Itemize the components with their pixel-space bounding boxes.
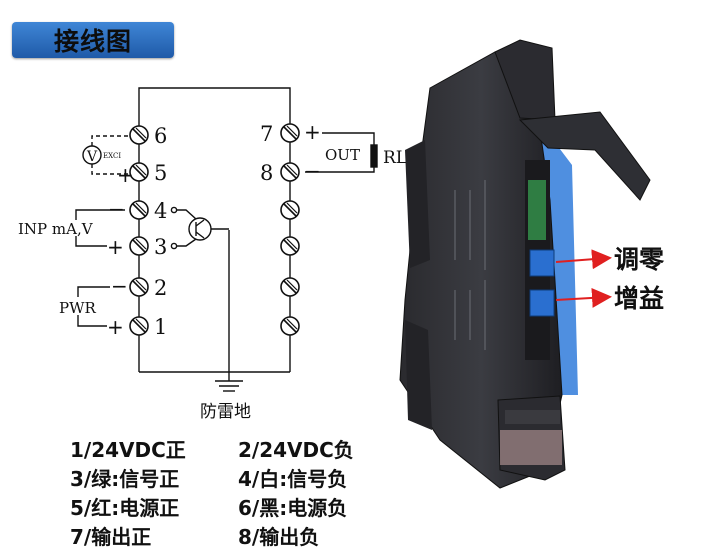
legend-item: 5/红:电源正 — [70, 496, 180, 520]
legend-item: 2/24VDC负 — [238, 438, 354, 462]
terminal-6 — [129, 125, 149, 145]
terminal-label-6: 6 — [154, 124, 167, 148]
pcb-board — [528, 180, 546, 240]
zero-potentiometer — [529, 249, 555, 277]
terminal-label-5: 5 — [154, 161, 167, 185]
terminal-spare-a — [280, 200, 300, 220]
blue-side-panel — [538, 120, 578, 395]
ground-label: 防雷地 — [200, 402, 251, 422]
terminal-3 — [129, 236, 149, 256]
din-rail-clip-top — [405, 140, 430, 268]
voltmeter-symbol: V — [86, 149, 98, 165]
legend-item: 1/24VDC正 — [70, 438, 186, 462]
terminal-spare-b — [280, 236, 300, 256]
legend-item: 4/白:信号负 — [238, 467, 348, 491]
terminal-7 — [280, 123, 300, 143]
transmitter-module — [399, 39, 651, 489]
sign-minus-2: − — [111, 274, 128, 298]
terminal-spare-d — [280, 316, 300, 336]
sign-plus-3: + — [107, 235, 124, 259]
excitation-label: EXCI — [103, 152, 121, 160]
din-rail-clip-bottom — [405, 320, 432, 430]
load-label: RL — [383, 148, 407, 168]
page-title: 接线图 — [53, 27, 132, 56]
sign-minus-8: − — [304, 159, 321, 183]
title-banner: 接线图 — [12, 22, 174, 58]
zero-callout-label: 调零 — [614, 245, 665, 274]
terminal-spare-c — [280, 277, 300, 297]
zero-callout-arrow — [555, 249, 612, 270]
output-label: OUT — [325, 146, 360, 164]
sign-plus-7: + — [304, 120, 321, 144]
terminal-4 — [129, 200, 149, 220]
power-label: PWR — [59, 299, 97, 317]
terminal-label-4: 4 — [154, 199, 167, 223]
sign-plus-1: + — [107, 315, 124, 339]
terminal-label-8: 8 — [260, 161, 273, 185]
top-terminal-block — [494, 39, 556, 121]
terminal-1 — [129, 316, 149, 336]
front-markings — [454, 180, 486, 350]
legend-item: 7/输出正 — [70, 525, 152, 549]
legend-item: 8/输出负 — [238, 525, 320, 549]
legend-item: 3/绿:信号正 — [70, 467, 180, 491]
terminal-label-3: 3 — [154, 235, 167, 259]
legend-item: 6/黑:电源负 — [238, 496, 348, 520]
status-led-strip — [505, 410, 560, 424]
gain-potentiometer — [529, 289, 555, 317]
terminal-label-strip — [500, 430, 562, 465]
terminal-label-1: 1 — [154, 315, 167, 339]
terminal-8 — [280, 162, 300, 182]
terminal-label-7: 7 — [260, 122, 273, 146]
front-flip-cover — [518, 111, 651, 201]
terminal-label-2: 2 — [154, 276, 167, 300]
gain-callout-label: 增益 — [614, 284, 664, 313]
terminal-2 — [129, 277, 149, 297]
sign-plus-5: + — [117, 163, 134, 187]
input-label: INP mA,V — [18, 220, 94, 238]
sign-minus-4: − — [108, 197, 125, 221]
gain-callout-arrow — [555, 287, 612, 308]
